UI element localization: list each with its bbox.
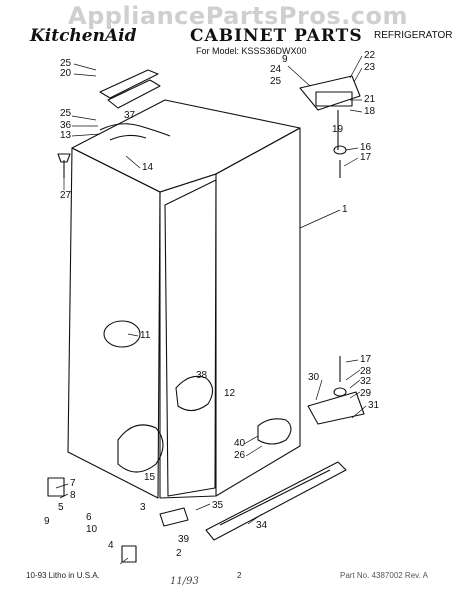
callout-23: 23 [364,62,376,73]
watermark: AppliancePartsPros.com [68,2,408,30]
callout-34: 34 [256,520,268,531]
callout-40: 40 [234,438,246,449]
cabinet-front-face [67,147,161,499]
callout-14: 14 [142,162,154,173]
callout-32: 32 [360,376,372,387]
page-title: CABINET PARTS [190,26,363,46]
callout-4: 4 [108,540,114,551]
callout-30: 30 [308,372,320,383]
callout-6: 6 [86,512,92,523]
callout-1: 1 [342,204,348,215]
callout-29: 29 [360,388,372,399]
cabinet-liner [164,179,217,497]
callout-2: 2 [176,548,182,559]
callout-11: 11 [140,330,151,341]
cabinet-top-face [71,99,301,193]
callout-28: 28 [360,366,372,377]
brand-logo: KitchenAid [30,26,137,46]
callout-21: 21 [364,94,376,105]
callout-25: 25 [270,76,282,87]
callout-19: 19 [332,124,344,135]
callout-3: 3 [140,502,146,513]
callout-25: 25 [60,108,72,119]
callout-16: 16 [360,142,372,153]
part-number: Part No. 4387002 Rev. A [340,571,428,580]
handwritten-note: 11/93 [170,576,199,587]
left-drain-pan [117,424,164,473]
roller-bracket [307,391,365,425]
callout-9: 9 [282,54,288,65]
top-cover-plate [99,69,159,99]
hinge-bracket [299,75,361,111]
callout-26: 26 [234,450,246,461]
callout-38: 38 [196,370,208,381]
callout-12: 12 [224,388,236,399]
callout-7: 7 [70,478,76,489]
bottom-rail [205,461,347,541]
callout-10: 10 [86,524,98,535]
callout-35: 35 [212,500,224,511]
top-panel [107,79,161,109]
callout-20: 20 [60,68,72,79]
callout-9: 9 [44,516,50,527]
footer-print-info: 10-93 Litho in U.S.A. [26,571,100,580]
callout-15: 15 [144,472,156,483]
callout-13: 13 [60,130,72,141]
right-drain-part [175,375,214,412]
model-label: For Model: KSSS36DWX00 [196,46,307,56]
callout-17: 17 [360,354,372,365]
callout-5: 5 [58,502,64,513]
callout-25: 25 [60,58,72,69]
page-number: 2 [237,571,242,580]
callout-39: 39 [178,534,190,545]
mid-grommet [103,320,141,348]
category-label: REFRIGERATOR [374,30,453,41]
compressor-mount [257,418,292,445]
callout-31: 31 [368,400,380,411]
callout-8: 8 [70,490,76,501]
callout-36: 36 [60,120,72,131]
callout-18: 18 [364,106,376,117]
callout-24: 24 [270,64,282,75]
callout-22: 22 [364,50,376,61]
callout-37: 37 [124,110,136,121]
callout-27: 27 [60,190,72,201]
callout-17: 17 [360,152,372,163]
